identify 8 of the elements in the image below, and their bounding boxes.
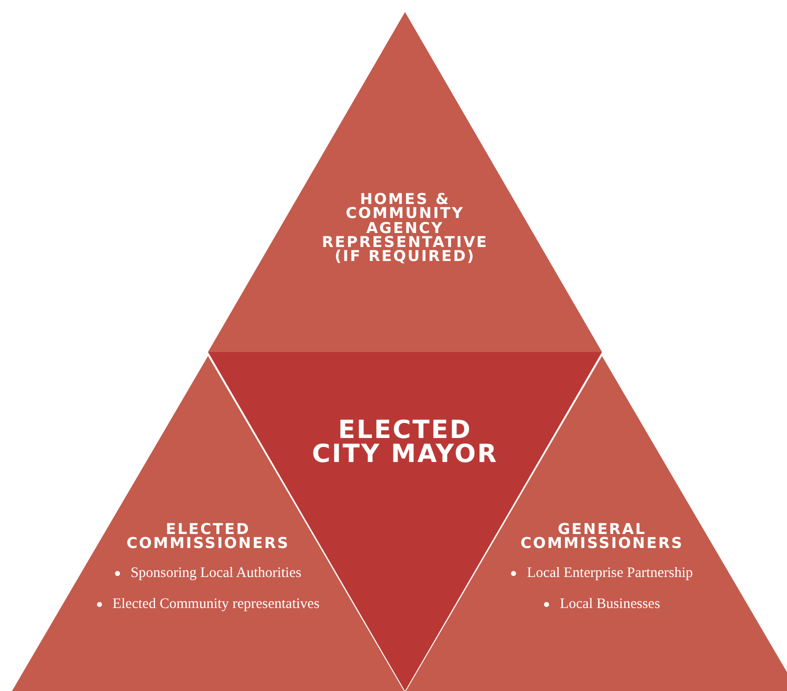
bullet-item: Local Businesses bbox=[560, 596, 660, 612]
heading: GENERAL COMMISSIONERS bbox=[519, 522, 685, 550]
bullet-item: Elected Community representatives bbox=[112, 596, 320, 612]
bullet-item: Local Enterprise Partnership bbox=[527, 564, 693, 582]
heading: HOMES & COMMUNITY AGENCY REPRESENTATIVE (IF REQUIRED) bbox=[320, 192, 490, 264]
heading: ELECTED CITY MAYOR bbox=[310, 418, 500, 466]
bullet-item: Sponsoring Local Authorities bbox=[130, 564, 302, 582]
heading: ELECTED COMMISSIONERS bbox=[125, 522, 291, 550]
